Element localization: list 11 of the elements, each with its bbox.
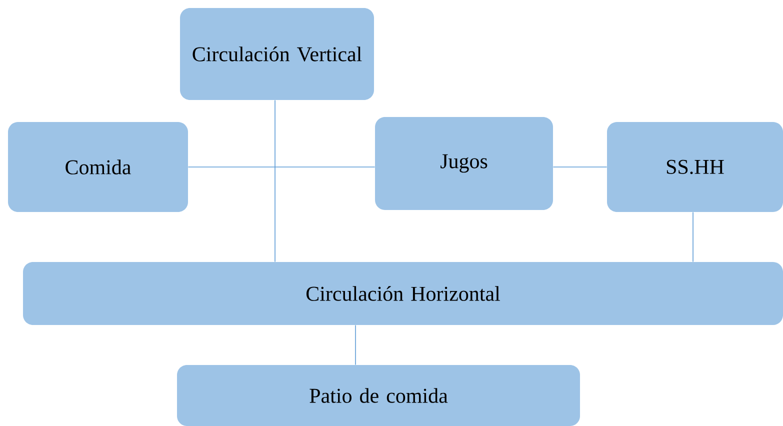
connector-line (355, 324, 356, 366)
connector-line (274, 100, 276, 262)
process-box: Circulación Horizontal (23, 262, 783, 325)
process-box: Jugos (375, 117, 553, 210)
process-box: Patio de comida (177, 365, 580, 426)
process-box: Circulación Vertical (180, 8, 374, 100)
process-box: SS.HH (607, 122, 783, 212)
connector-line (692, 212, 694, 262)
connector-line (552, 166, 608, 168)
process-box: Comida (8, 122, 188, 212)
connector-line (188, 166, 376, 168)
